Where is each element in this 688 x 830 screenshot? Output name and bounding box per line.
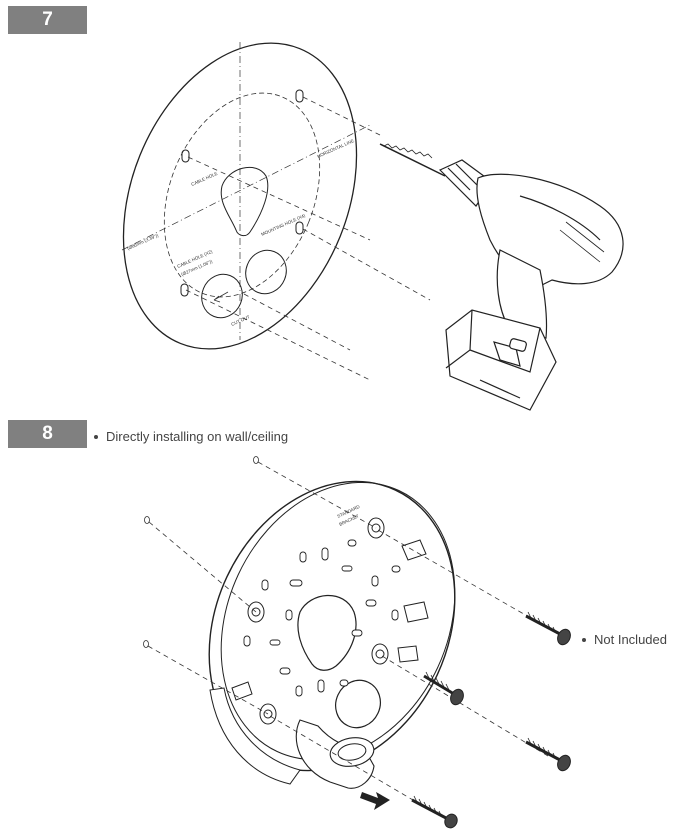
wall-anchor-icons	[143, 456, 259, 648]
bullet-icon	[582, 637, 586, 642]
step-8-caption-text: Directly installing on wall/ceiling	[106, 429, 289, 444]
drill-guide-lines	[185, 96, 431, 381]
screw-icons	[411, 611, 571, 829]
step-7-number: 7	[42, 9, 53, 30]
step-8-badge: 8	[8, 420, 87, 448]
screw-guide-lines	[147, 461, 549, 811]
power-drill-icon	[379, 143, 624, 411]
bullet-icon	[94, 434, 98, 439]
mounting-plate: STANDARD BRACKET	[208, 480, 456, 789]
step-7-badge: 7	[8, 6, 87, 34]
mounting-template: HORIZONTAL LINE CABLE HOLE MOUNTING HOLE…	[121, 42, 371, 350]
step-8-caption: Directly installing on wall/ceiling	[94, 429, 288, 444]
step-8-number: 8	[42, 423, 53, 444]
pull-arrow-icon	[360, 792, 390, 810]
not-included-note: Not Included	[582, 632, 667, 647]
not-included-text: Not Included	[594, 632, 667, 647]
